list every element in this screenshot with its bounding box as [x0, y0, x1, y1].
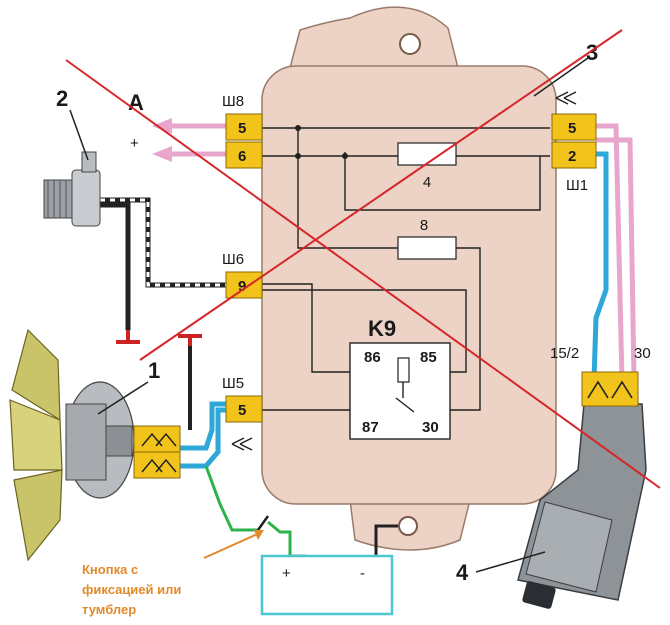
ground-symbols [116, 330, 202, 346]
connector-sh6-label: Ш6 [222, 251, 244, 268]
sensor-wire-black [100, 202, 131, 330]
relay-terminal-86: 86 [364, 349, 381, 366]
fuse-8-label: 8 [420, 217, 428, 234]
connector-sh6-pin-9: 9 [238, 278, 246, 295]
blue-wires [180, 151, 609, 469]
annotation-arrowhead [254, 530, 264, 540]
signal-label-plus: + [130, 135, 139, 152]
callout-line-1 [97, 381, 149, 415]
toggle-switch [256, 515, 270, 531]
connector-sh1-label: Ш1 [566, 177, 588, 194]
callout-3: 3 [586, 40, 598, 65]
callout-2: 2 [56, 86, 68, 111]
sensor-wire-striped [100, 198, 228, 287]
relay-k9 [349, 342, 451, 440]
callout-1: 1 [148, 358, 160, 383]
junction-dots [295, 125, 348, 159]
relay-terminal-85: 85 [420, 349, 437, 366]
connector-sh8 [225, 113, 263, 169]
fuse-8 [397, 236, 457, 260]
relay-k9-label: K9 [368, 316, 396, 341]
switch-terminal-30: 30 [634, 345, 651, 362]
connector-sh8-label: Ш8 [222, 93, 244, 110]
cross-out-lines [65, 29, 661, 489]
battery-minus-terminal: - [360, 565, 365, 582]
relay-terminal-87: 87 [362, 419, 379, 436]
annotation-line-2: фиксацией или [82, 582, 181, 597]
fan-connector [133, 425, 181, 479]
internal-wiring [262, 127, 550, 411]
relay-terminal-30: 30 [422, 419, 439, 436]
fuse-4-label: 4 [423, 174, 431, 191]
connector-sh6 [225, 271, 263, 299]
connector-sh8-pin-6: 6 [238, 148, 246, 165]
connector-sh5 [225, 395, 263, 423]
callout-line-3 [533, 57, 589, 97]
connector-sh5-label: Ш5 [222, 375, 244, 392]
relay-unit-housing [261, 6, 557, 551]
double-arrow-icon [231, 437, 253, 451]
temperature-sensor [43, 151, 101, 227]
callout-line-4 [475, 551, 546, 573]
switch-terminal-15-2: 15/2 [550, 345, 579, 362]
pink-wire-arrows [152, 118, 172, 162]
sensor-wire-striped-base [100, 197, 228, 288]
callout-4: 4 [456, 560, 469, 585]
connector-sh1-pin-5: 5 [568, 120, 576, 137]
callout-line-2 [69, 109, 89, 161]
annotation-line-1: Кнопка с [82, 562, 138, 577]
battery-plus-terminal: + [282, 565, 291, 582]
ignition-switch-connector [581, 371, 639, 407]
double-arrow-icon [555, 91, 577, 105]
connector-sh1-pin-2: 2 [568, 148, 576, 165]
cooling-fan [9, 328, 135, 562]
annotation-line-3: тумблер [82, 602, 136, 617]
ignition-switch [517, 403, 647, 609]
battery [260, 554, 394, 616]
connector-sh1 [551, 113, 597, 169]
fuse-4 [397, 142, 457, 166]
connector-sh8-pin-5: 5 [238, 120, 246, 137]
annotation-arrow [203, 531, 263, 559]
battery-ground-wire [374, 524, 398, 556]
connector-sh5-pin-5: 5 [238, 402, 246, 419]
